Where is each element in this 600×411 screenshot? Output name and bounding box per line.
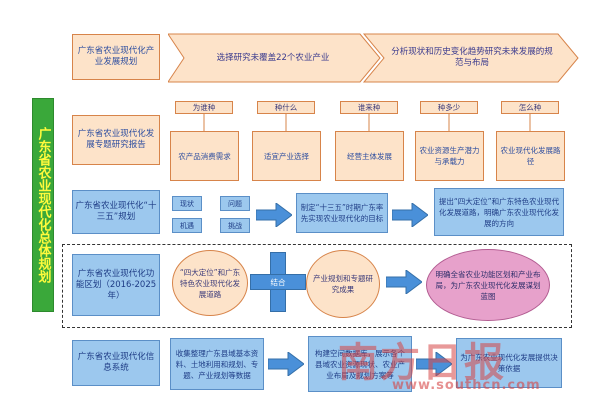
row2-title: 广东省农业现代化发展专题研究报告 (72, 115, 160, 165)
row3-direction-box: 提出“四大定位”和广东特色农业现代化发展道路，明确广东农业现代化发展的方向 (434, 188, 564, 236)
box-decision-support: 为广东农业现代化发展提供决策依据 (456, 338, 562, 388)
box-collect-data: 收集整理广东县域基本资料、土地利用和规划、专题、产业规划等数据 (170, 338, 264, 390)
arrow-right-icon (268, 352, 304, 376)
box-spatial-database: 构建空间数据库，展示各个县域农业资源现状、农业产业布局及规划方案等 (308, 336, 412, 392)
tag-opportunities: 机遇 (172, 218, 202, 233)
row3-title: 广东省农业现代化“十三五”规划 (72, 190, 160, 234)
vertical-title: 广东省农业现代化总体规划 (32, 98, 54, 312)
plus-icon-bar (250, 274, 306, 290)
circle-four-positions: “四大定位”和广东特色农业现代化发展道路 (172, 250, 248, 316)
row3-target-box: 制定“十三五”时期广东率先实现农业现代化的目标 (296, 193, 388, 233)
circle-industry-results: 产业规划和专题研究成果 (306, 250, 380, 318)
box-modernization-path: 农业现代化发展路径 (496, 131, 565, 181)
row4-title: 广东省农业现代化功能区划（2016-2025年） (72, 254, 160, 316)
watermark-url: www.southcn.com (392, 378, 541, 393)
tab-sheilaizhong: 谁来种 (340, 101, 398, 114)
tag-status: 现状 (172, 196, 202, 211)
row5-title: 广东省农业现代化信息系统 (72, 340, 160, 386)
arrow-right-icon (416, 352, 452, 376)
chevron-2 (362, 33, 579, 83)
box-resource-capacity: 农业资源生产潜力与承载力 (415, 131, 484, 181)
row2-connectors (203, 114, 531, 131)
chevron-1-text: 选择研究未覆盖22个农业产业 (216, 52, 330, 63)
function-zoning-frame (62, 244, 572, 328)
box-consumption-demand: 农产品消费需求 (170, 131, 239, 181)
tab-zenmezhong: 怎么种 (501, 101, 559, 114)
row1-chevrons (168, 33, 579, 83)
tag-challenges: 挑战 (220, 218, 250, 233)
chevron-2-text: 分析现状和历史变化趋势研究未来发展的规范与布局 (391, 47, 553, 68)
box-industry-selection: 适宜产业选择 (252, 131, 321, 181)
tab-zhongshenme: 种什么 (257, 101, 315, 114)
ellipse-zoning-blueprint: 明确全省农业功能区划和产业布局，为广东农业现代化发展谋划蓝图 (426, 249, 550, 321)
plus-label: 结合 (270, 277, 286, 287)
box-operator-development: 经营主体发展 (335, 131, 404, 181)
arrow-right-icon (392, 203, 428, 227)
tag-problems: 问题 (220, 196, 250, 211)
arrow-right-icon (386, 270, 422, 294)
tab-weishei: 为谁种 (175, 101, 233, 114)
tab-zhongduoshao: 种多少 (420, 101, 478, 114)
watermark-brand: 南方日报 (338, 339, 506, 386)
arrow-right-icon (256, 203, 292, 227)
chevron-1 (168, 33, 381, 83)
row1-title: 广东省农业现代化产业发展规划 (72, 34, 160, 80)
